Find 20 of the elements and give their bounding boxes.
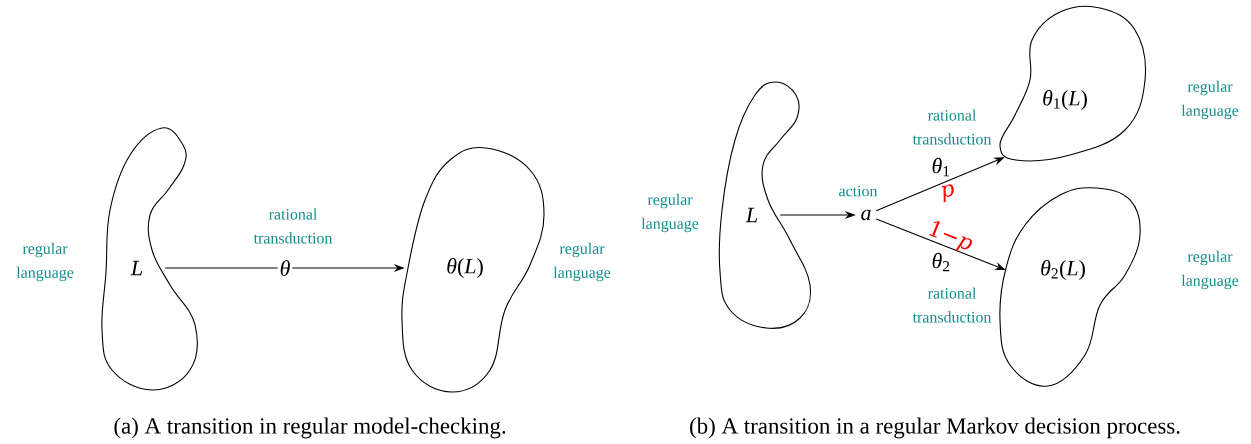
annotation: regular language bbox=[553, 242, 611, 282]
caption: (b) A transition in a regular Markov decision process. bbox=[690, 417, 1180, 439]
region-blob: θ$_{1}$(L) bbox=[999, 5, 1147, 162]
edge-label: θ$_{2}$ bbox=[932, 252, 950, 272]
annotation: rational transduction bbox=[253, 208, 333, 244]
region-blob: L bbox=[101, 127, 198, 391]
annotation: regular language bbox=[1181, 80, 1239, 120]
edge-label: θ$_{1}$ bbox=[932, 157, 950, 177]
edge-label: θ bbox=[277, 258, 293, 278]
annotation: regular language bbox=[1181, 250, 1239, 290]
annotation: regular language bbox=[16, 242, 74, 282]
annotation: rational transduction bbox=[912, 109, 992, 145]
state-label: a bbox=[861, 209, 871, 221]
region-blob: L bbox=[718, 81, 812, 329]
annotation: action bbox=[839, 185, 878, 197]
annotation: p bbox=[941, 184, 954, 203]
caption: (a) A transition in regular model-checking. bbox=[114, 417, 506, 439]
annotation: regular language bbox=[641, 193, 699, 233]
region-blob: θ(L) bbox=[401, 146, 545, 393]
region-blob: θ$_{2}$(L) bbox=[999, 187, 1141, 387]
